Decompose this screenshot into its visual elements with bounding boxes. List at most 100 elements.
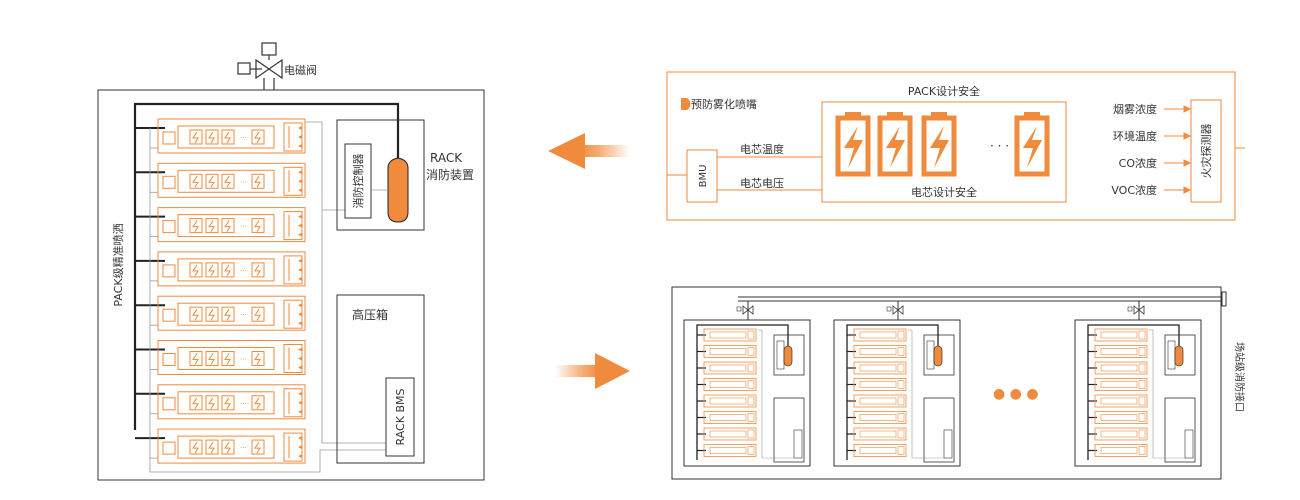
solenoid-valve-icon <box>237 42 283 90</box>
cell-group-box <box>821 101 1067 203</box>
cell-icon <box>251 439 265 455</box>
station-port-label: 场站级消防接口 <box>1233 342 1246 412</box>
cell-temp-label: 电芯温度 <box>740 142 784 156</box>
battery-cell-icon <box>835 112 871 177</box>
mini-extinguisher-icon <box>783 345 793 367</box>
cell-icon <box>205 351 219 366</box>
cell-icon <box>189 395 203 411</box>
fire-controller-box <box>344 143 372 219</box>
arrow-right-icon <box>555 353 630 389</box>
battery-cell-icon <box>877 112 913 177</box>
cell-icon <box>205 129 219 145</box>
cell-icon <box>205 218 219 234</box>
pack-row: ··· <box>135 162 306 198</box>
rack-bms-label: RACK BMS <box>394 389 407 446</box>
mini-rack <box>1074 301 1202 467</box>
sensor-env-temp: 环境温度 <box>1113 129 1157 143</box>
nozzle-label: 预防雾化喷嘴 <box>691 97 757 111</box>
svg-text:···: ··· <box>240 400 247 408</box>
svg-text:···: ··· <box>240 267 247 275</box>
cell-icon <box>189 262 203 278</box>
battery-cell-icon <box>1014 112 1050 177</box>
rack-fire-subtitle: 消防装置 <box>426 167 474 182</box>
svg-text:···: ··· <box>240 356 247 364</box>
cell-icon <box>221 395 235 411</box>
pack-row: ··· <box>135 340 306 375</box>
pack-row: ··· <box>135 251 306 287</box>
station-frame <box>671 286 1222 480</box>
cell-icon <box>251 395 265 411</box>
cell-icon <box>189 351 203 366</box>
svg-text:···: ··· <box>240 311 247 319</box>
cell-icon <box>189 439 203 455</box>
arrow-left-icon <box>548 133 630 169</box>
rack-diagram: 电磁阀 ··· ··· ··· ··· ··· ··· ··· ··· 消防控制器 RACK … <box>97 42 485 481</box>
solenoid-valve-label: 电磁阀 <box>284 63 317 77</box>
cell-icon <box>189 218 203 234</box>
cell-ellipsis: · · · <box>990 139 1009 153</box>
cell-icon <box>189 129 203 145</box>
rack-fire-device-box <box>336 119 425 231</box>
cell-icon <box>205 262 219 278</box>
fire-detector-label: 火灾探测器 <box>1199 124 1213 179</box>
mini-racks <box>683 301 1202 467</box>
sensor-smoke: 烟雾浓度 <box>1113 102 1157 116</box>
mini-rack <box>683 301 811 467</box>
mini-rack <box>833 301 961 467</box>
cell-icon <box>221 129 235 145</box>
pack-rows: ··· ··· ··· ··· ··· ··· ··· ··· <box>135 118 306 464</box>
bmu-box <box>686 149 718 203</box>
mini-extinguisher-icon <box>1174 345 1184 367</box>
fire-detector-box <box>1190 99 1222 203</box>
pack-row: ··· <box>135 428 306 464</box>
hv-box <box>336 294 425 464</box>
pack-safety-label: PACK设计安全 <box>908 84 980 98</box>
sensor-co: CO浓度 <box>1119 156 1157 170</box>
battery-cell-icon <box>921 112 957 177</box>
rack-frame <box>97 89 485 481</box>
cell-icon <box>205 173 219 189</box>
pack-row: ··· <box>135 295 306 331</box>
cell-icon <box>251 173 265 189</box>
mini-valve-icon <box>742 305 754 315</box>
cell-icon <box>189 306 203 322</box>
extinguisher-cylinder-icon <box>387 157 409 223</box>
cell-icon <box>221 351 235 366</box>
more-racks-dots: ● ● ● <box>993 386 1039 402</box>
cell-voltage-label: 电芯电压 <box>740 176 784 190</box>
cell-safety-label: 电芯设计安全 <box>911 185 977 199</box>
pack-row: ··· <box>135 118 306 154</box>
cell-icon <box>205 306 219 322</box>
mini-valve-icon <box>892 305 904 315</box>
pack-panel-frame <box>666 71 1236 221</box>
svg-text:···: ··· <box>240 134 247 142</box>
svg-text:···: ··· <box>240 444 247 452</box>
pack-row: ··· <box>135 384 306 420</box>
cell-icon <box>205 439 219 455</box>
cell-icons <box>835 112 1050 177</box>
fire-controller-label: 消防控制器 <box>351 154 365 209</box>
hv-box-label: 高压箱 <box>352 307 388 322</box>
cell-icon <box>221 173 235 189</box>
rack-fire-title: RACK <box>430 151 463 165</box>
svg-text:···: ··· <box>240 178 247 186</box>
spray-pipe <box>133 102 400 430</box>
rack-bms-box <box>385 377 415 457</box>
bmu-label: BMU <box>698 165 709 188</box>
pack-safety-panel: 预防雾化喷嘴 PACK设计安全 电芯设计安全 · · · BMU 电芯温度 电芯… <box>666 71 1245 221</box>
cell-icon <box>251 351 265 366</box>
nozzle-icon <box>681 98 691 110</box>
mini-extinguisher-icon <box>933 345 943 367</box>
cell-icon <box>251 129 265 145</box>
sensor-list: 烟雾浓度 环境温度 CO浓度 VOC浓度 <box>1111 102 1192 197</box>
pack-row: ··· <box>135 207 306 243</box>
cell-icon <box>189 173 203 189</box>
cell-icon <box>221 218 235 234</box>
cell-icon <box>205 395 219 411</box>
cell-icon <box>221 306 235 322</box>
station-diagram: ● ● ● 场站级消防接口 <box>671 286 1246 480</box>
svg-text:···: ··· <box>240 223 247 231</box>
cell-icon <box>221 439 235 455</box>
cell-icon <box>251 262 265 278</box>
